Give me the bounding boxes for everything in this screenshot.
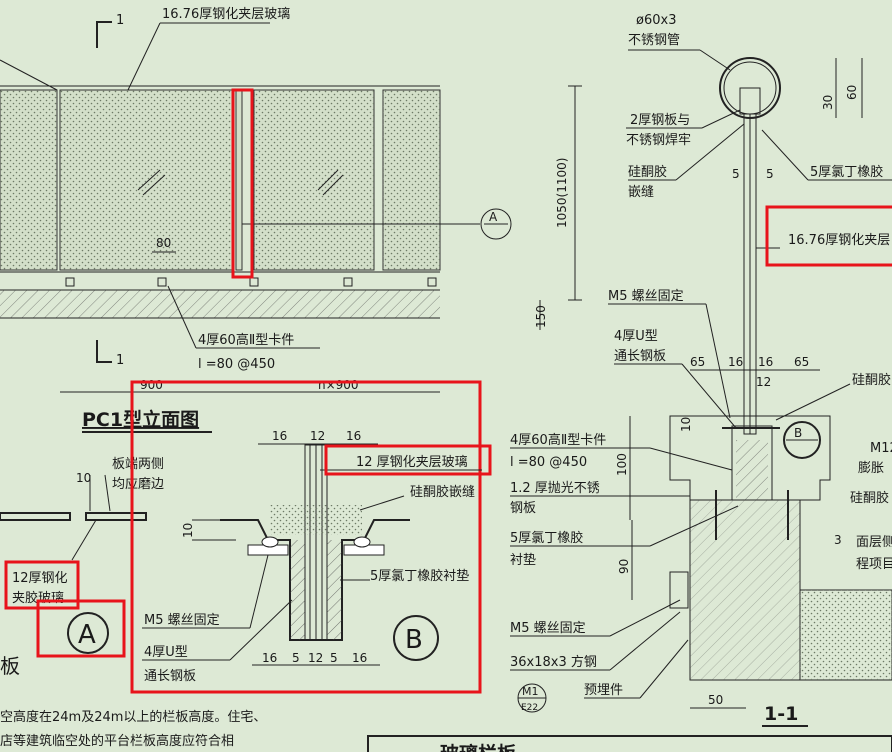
section-dim-5a: 5 bbox=[732, 167, 740, 181]
detail-b-bottom-dim-4: 5 bbox=[330, 651, 338, 665]
section-embed-label: 预埋件 bbox=[584, 683, 623, 698]
detail-b-bottom-dim-1: 16 bbox=[262, 651, 277, 665]
detail-b-bottom-dim-5: 16 bbox=[352, 651, 367, 665]
section-screw-label: M5 螺丝固定 bbox=[608, 289, 684, 304]
elevation-clip-label-2: l =80 @450 bbox=[198, 357, 275, 372]
elevation-view: 1 1 16.76厚钢化夹层玻璃 bbox=[0, 7, 582, 433]
section-pipe-label-1: ø60x3 bbox=[636, 13, 676, 28]
section-surface-label-1: 面层侧 bbox=[856, 535, 892, 550]
section-dim-5b: 5 bbox=[766, 167, 774, 181]
section-1-1: ø60x3 不锈钢管 30 60 2厚钢板与 不锈钢焊牢 硅酮胶 嵌缝 5 5 … bbox=[510, 13, 892, 727]
section-silicone-label-1: 硅酮胶 bbox=[628, 164, 667, 180]
section-dim-16b: 16 bbox=[758, 355, 773, 369]
section-clip-label-1: 4厚60高Ⅱ型卡件 bbox=[510, 432, 606, 448]
section-glass-label: 16.76厚钢化夹层 bbox=[788, 233, 890, 248]
detail-a: 板端两侧 均应磨边 10 12厚钢化 夹胶玻璃 A bbox=[0, 457, 164, 658]
detail-b-top-dim-1: 16 bbox=[272, 429, 287, 443]
section-silicone-right: 硅酮胶 bbox=[852, 372, 891, 388]
section-circle-b-label: B bbox=[794, 426, 802, 440]
section-dim-16a: 16 bbox=[728, 355, 743, 369]
elevation-detail-ref-a: A bbox=[489, 210, 498, 224]
detail-b-top-dim-2: 12 bbox=[310, 429, 325, 443]
notes-line-1: 空高度在24m及24m以上的栏板高度。住宅、 bbox=[0, 710, 267, 725]
elevation-glass-label: 16.76厚钢化夹层玻璃 bbox=[162, 7, 290, 22]
section-m1-label-2: E22 bbox=[521, 703, 538, 713]
section-m12-label-2: 膨胀 bbox=[858, 461, 884, 476]
section-rubber-label-1: 5厚氯丁橡胶 bbox=[510, 530, 583, 546]
section-clip-label-2: l =80 @450 bbox=[510, 455, 587, 470]
highlight-box bbox=[324, 444, 492, 476]
elevation-height-dim: 1050(1100) bbox=[555, 158, 569, 228]
elevation-clip-label-1: 4厚60高Ⅱ型卡件 bbox=[198, 332, 294, 348]
section-surface-label-2: 程项目 bbox=[856, 557, 892, 572]
section-rubber-label-2: 衬垫 bbox=[510, 552, 536, 568]
detail-a-circle-label: A bbox=[78, 620, 96, 650]
section-plate-label-2: 不锈钢焊牢 bbox=[626, 132, 691, 148]
highlight-box bbox=[130, 380, 482, 694]
section-pipe-label-2: 不锈钢管 bbox=[628, 33, 680, 48]
highlight-box bbox=[4, 560, 80, 610]
elevation-spacing-right: n×900 bbox=[318, 378, 359, 392]
section-dim-90: 90 bbox=[617, 559, 631, 574]
elevation-dim-150: 150 bbox=[534, 305, 548, 328]
section-circle-b bbox=[783, 421, 821, 459]
detail-a-glass-label-1: 12厚钢化 bbox=[12, 571, 68, 586]
section-dim-30: 30 bbox=[821, 95, 835, 110]
section-mark-bottom: 1 bbox=[116, 353, 124, 368]
notes-line-2: 店等建筑临空处的平台栏板高度应符合相 bbox=[0, 734, 235, 749]
section-mark-top: 1 bbox=[116, 13, 124, 28]
elevation-spacing-left: 900 bbox=[140, 378, 163, 392]
section-dim-100: 100 bbox=[615, 453, 629, 476]
section-m1-label-1: M1 bbox=[522, 685, 539, 698]
detail-b-rubber-label: 5厚氯丁橡胶衬垫 bbox=[370, 568, 469, 584]
detail-b-channel-label-2: 通长钢板 bbox=[144, 669, 196, 684]
table-title-partial: 玻璃栏板 bbox=[440, 742, 517, 752]
detail-b-bottom-dim-3: 12 bbox=[308, 651, 323, 665]
section-dim-65b: 65 bbox=[794, 355, 809, 369]
section-dim-60: 60 bbox=[845, 85, 859, 100]
detail-b-dim-10: 10 bbox=[181, 523, 195, 538]
section-steel-label-1: 1.2 厚抛光不锈 bbox=[510, 481, 600, 496]
detail-b-circle bbox=[393, 615, 439, 661]
detail-b-circle-label: B bbox=[405, 625, 423, 655]
section-rubber-top: 5厚氯丁橡胶 bbox=[810, 164, 883, 180]
section-title: 1-1 bbox=[764, 703, 798, 725]
section-steel-label-2: 钢板 bbox=[510, 501, 536, 516]
section-marker-a bbox=[480, 208, 512, 240]
detail-b-top-dim-3: 16 bbox=[346, 429, 361, 443]
detail-b-channel-label-1: 4厚U型 bbox=[144, 645, 188, 660]
elevation-dim-80: 80 bbox=[156, 236, 171, 250]
section-channel-label-1: 4厚U型 bbox=[614, 329, 658, 344]
detail-a-edge-label-1: 板端两侧 bbox=[112, 457, 164, 472]
section-cut-mark-top bbox=[96, 21, 112, 48]
detail-b-silicone-label: 硅酮胶嵌缝 bbox=[410, 484, 475, 500]
highlight-box bbox=[36, 599, 126, 658]
section-tube-label: 36x18x3 方钢 bbox=[510, 654, 597, 670]
section-dim-50: 50 bbox=[708, 693, 723, 707]
highlight-box bbox=[765, 205, 892, 267]
section-cut-mark-bottom bbox=[96, 340, 112, 363]
section-dim-12: 12 bbox=[756, 375, 771, 389]
section-plate-label-1: 2厚钢板与 bbox=[630, 113, 690, 128]
detail-b-glass-label: 12 厚钢化夹层玻璃 bbox=[356, 455, 468, 470]
section-screw-label-2: M5 螺丝固定 bbox=[510, 621, 586, 636]
section-dim-3: 3 bbox=[834, 533, 842, 547]
section-dim-10: 10 bbox=[679, 417, 693, 432]
detail-b-bottom-dim-2: 5 bbox=[292, 651, 300, 665]
section-dim-65a: 65 bbox=[690, 355, 705, 369]
notes-heading: 板 bbox=[0, 654, 20, 678]
detail-b-screw-label: M5 螺丝固定 bbox=[144, 613, 220, 628]
detail-a-dim-10: 10 bbox=[76, 471, 91, 485]
highlight-box bbox=[231, 88, 254, 279]
section-m12-label-1: M12 bbox=[870, 441, 892, 456]
section-channel-label-2: 通长钢板 bbox=[614, 349, 666, 364]
section-silicone-label-2: 嵌缝 bbox=[628, 185, 654, 200]
detail-a-circle bbox=[67, 612, 109, 654]
detail-b: 16 12 16 10 12 厚钢化夹层玻璃 硅酮胶嵌缝 5厚氯丁橡胶衬垫 bbox=[130, 380, 492, 694]
section-silicone-right2: 硅酮胶 bbox=[850, 490, 889, 506]
detail-a-edge-label-2: 均应磨边 bbox=[112, 476, 164, 492]
elevation-title: PC1型立面图 bbox=[82, 408, 199, 431]
